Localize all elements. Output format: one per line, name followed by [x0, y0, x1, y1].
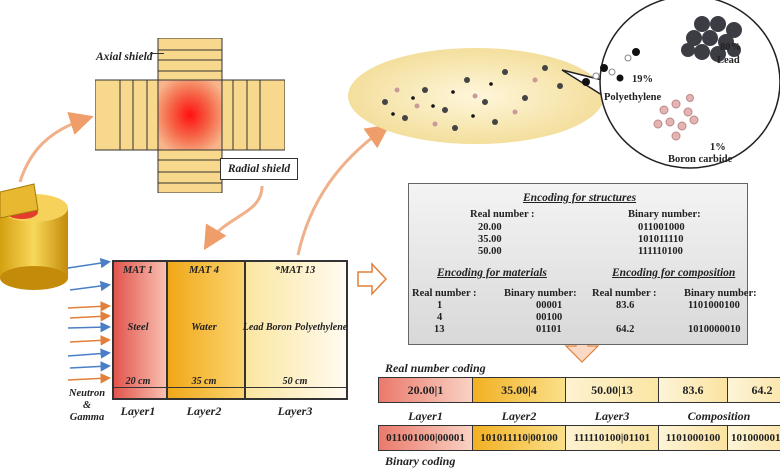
composition-binary-1: 1101000100 [688, 300, 740, 311]
binary-cell-2: 101011110|00100 [472, 425, 566, 451]
materials-real-head: Real number : [412, 288, 477, 299]
group-label-4: Composition [687, 409, 751, 423]
material-real-1: 1 [437, 300, 443, 311]
structures-binary-head: Binary number: [628, 209, 701, 220]
layer-2-label: Layer2 [186, 404, 222, 418]
lead-percent: 80% [720, 42, 741, 53]
binary-coding-title: Binary coding [385, 454, 456, 468]
layer-diagram [112, 260, 348, 400]
real-cell-4: 83.6 [658, 377, 728, 403]
polyethylene-percent: 19% [632, 74, 653, 85]
thickness-line [114, 387, 346, 388]
layer-1-label: Layer1 [120, 404, 156, 418]
source-line-2: & [82, 400, 92, 411]
layer-2-mat: MAT 4 [188, 265, 220, 276]
material-real-3: 13 [434, 324, 445, 335]
binary-cell-1: 011001000|00001 [378, 425, 473, 451]
boron-percent: 1% [710, 142, 726, 153]
reactor-cylinder [0, 180, 70, 292]
real-coding-title: Real number coding [385, 361, 486, 375]
layer-3-material: Lead Boron Polyethylene [242, 322, 348, 333]
source-line-1: Neutron [68, 388, 106, 399]
real-cell-1: 20.00|1 [378, 377, 473, 403]
layer-1-steel [114, 262, 168, 398]
real-coding-strip: 20.00|1 35.00|4 50.00|13 83.6 64.2 [378, 377, 780, 403]
material-binary-2: 00100 [536, 312, 563, 323]
lead-label: Lead [717, 55, 740, 66]
encoding-panel [408, 183, 748, 345]
structure-binary-1: 011001000 [638, 222, 685, 233]
layer-1-thickness: 20 cm [125, 376, 151, 387]
mixture-ellipse [345, 40, 607, 148]
real-cell-3: 50.00|13 [565, 377, 659, 403]
layer-3-mat: *MAT 13 [274, 265, 316, 276]
materials-title: Encoding for materials [437, 267, 547, 279]
group-label-2: Layer2 [501, 409, 537, 423]
structure-real-2: 35.00 [478, 234, 502, 245]
material-binary-3: 01101 [536, 324, 562, 335]
layer-1-material: Steel [127, 322, 149, 333]
real-cell-2: 35.00|4 [472, 377, 566, 403]
layer-2-water [168, 262, 246, 398]
shield-cross-diagram [94, 37, 286, 194]
layer-2-material: Water [191, 322, 217, 333]
binary-cell-3: 111110100|01101 [565, 425, 659, 451]
binary-cell-4: 1101000100 [658, 425, 728, 451]
boron-label: Boron carbide [668, 154, 733, 165]
source-line-3: Gamma [69, 412, 105, 423]
group-label-1: Layer1 [408, 409, 443, 423]
structures-title: Encoding for structures [523, 192, 637, 204]
structure-real-3: 50.00 [478, 246, 502, 257]
binary-cell-5: 1010000010 [727, 425, 780, 451]
axial-shield-leader [150, 53, 164, 54]
source-label: Neutron & Gamma [62, 388, 112, 424]
group-label-3: Layer3 [594, 409, 630, 423]
layer-3-thickness: 50 cm [282, 376, 308, 387]
material-real-2: 4 [437, 312, 443, 323]
composition-binary-head: Binary number: [684, 288, 757, 299]
composition-real-2: 64.2 [616, 324, 635, 335]
composition-bubble [552, 0, 780, 170]
composition-binary-2: 1010000010 [688, 324, 741, 335]
structure-binary-3: 111110100 [638, 246, 683, 257]
real-cell-5: 64.2 [727, 377, 780, 403]
polyethylene-label: Polyethylene [604, 92, 662, 103]
layer-1-mat: MAT 1 [122, 265, 154, 276]
composition-title: Encoding for composition [612, 267, 736, 279]
materials-binary-head: Binary number: [504, 288, 577, 299]
radial-shield-label: Radial shield [220, 158, 298, 180]
structure-real-1: 20.00 [478, 222, 502, 233]
material-binary-1: 00001 [536, 300, 563, 311]
layer-3-lbp [246, 262, 346, 398]
structure-binary-2: 101011110 [638, 234, 684, 245]
layer-2-thickness: 35 cm [191, 376, 217, 387]
binary-coding-strip: 011001000|00001 101011110|00100 11111010… [378, 425, 780, 451]
structures-real-head: Real number : [470, 209, 535, 220]
shield-cross-graphic [94, 37, 286, 194]
axial-shield-label: Axial shield [94, 51, 155, 63]
composition-real-head: Real number : [592, 288, 657, 299]
composition-real-1: 83.6 [616, 300, 635, 311]
layer-3-label: Layer3 [277, 404, 313, 418]
